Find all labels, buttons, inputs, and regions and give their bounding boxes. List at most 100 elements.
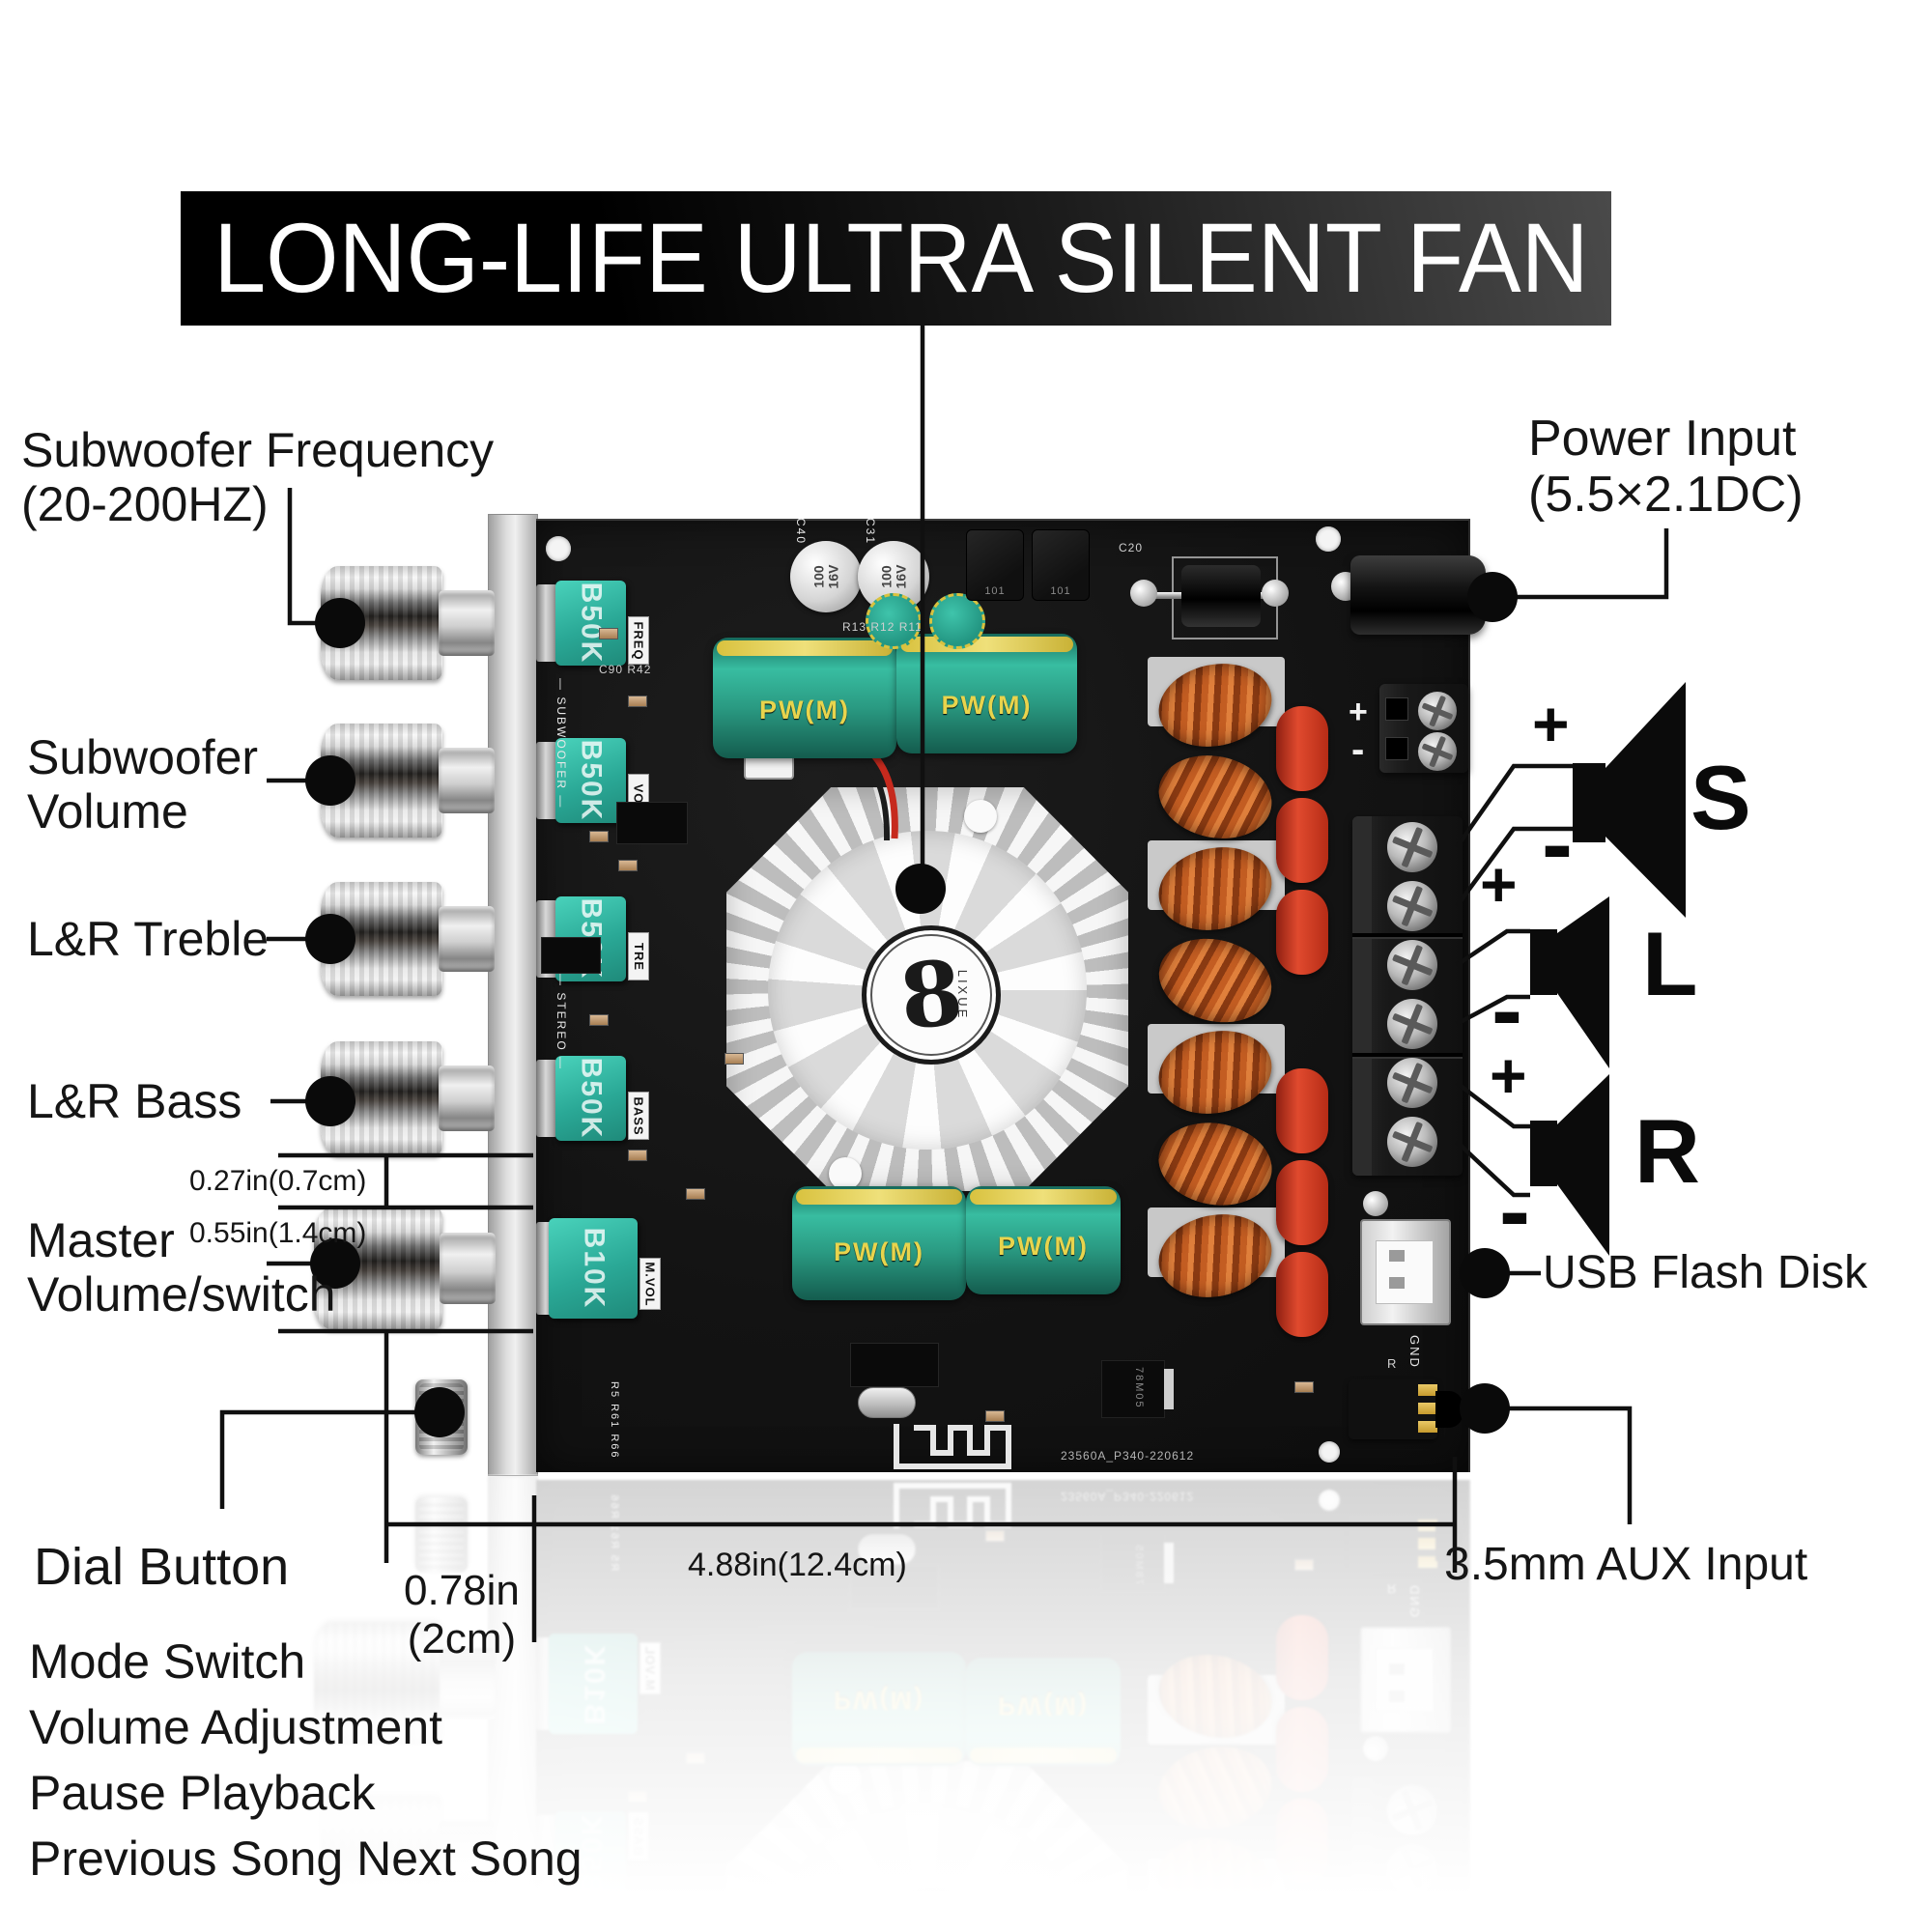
label-line: Previous Song Next Song [29,1832,582,1886]
label-dim-board-width: 4.88in(12.4cm) [688,1547,907,1583]
label-line: (2cm) [407,1615,517,1662]
label-power-input: Power Input (5.5×2.1DC) [1528,411,1804,523]
label-dim-master-knob: 0.55in(1.4cm) [189,1217,367,1249]
pot-tag: M.VOL [639,1258,661,1310]
label-dial-button: Dial Button [34,1538,290,1596]
speaker-letter-s: S [1690,747,1751,848]
smd-component [628,696,647,707]
aux-pin [1418,1403,1437,1414]
label-dim-knob-gap: 0.27in(0.7cm) [189,1165,367,1197]
knob-subwoofer-volume [321,724,495,838]
smd-component [589,831,609,842]
capacitor-green: PW(M) [966,1186,1121,1294]
terminal-screw [1387,1117,1437,1167]
reflection-fade [0,1474,1932,1932]
inductor-marking: 101 [984,585,1006,597]
terminal-screw [1418,732,1457,771]
pot-bracket [536,1060,557,1137]
capacitor-label: PW(M) [834,1237,924,1266]
dc-power-jack [1350,555,1486,635]
pot-tag: FREQ [628,616,649,665]
capacitor-green: PW(M) [713,638,896,758]
speaker-letter-r: R [1634,1100,1700,1202]
regulator-chip: 78M05 [1101,1360,1174,1418]
label-line: Volume Adjustment [29,1700,443,1754]
label-line: Volume/switch [27,1267,336,1321]
knob-nut [439,905,495,973]
label-lr-treble: L&R Treble [27,912,270,966]
knob-nut [439,1065,495,1132]
banner: LONG-LIFE ULTRA SILENT FAN [181,191,1611,326]
pot-bracket [536,584,557,662]
capacitor-label: PW(M) [759,696,850,724]
mount-hole [1319,1441,1340,1463]
speaker-icons [1530,682,1686,1256]
front-panel [488,514,538,1476]
pot-bass: B50K [555,1056,626,1141]
smd-component [724,1053,744,1065]
knob-nut [440,1233,496,1304]
solder-pad [1130,580,1157,607]
fan-peg [829,1157,862,1190]
terminal-screw [1387,822,1437,872]
label-usb-flash-disk: USB Flash Disk [1543,1247,1868,1298]
aux-pin [1418,1384,1437,1396]
fan-peg [964,800,997,833]
callout-dots [305,572,1518,1437]
capacitor-green: PW(M) [792,1186,966,1300]
smd-component [985,1410,1005,1422]
silk-aux-r: R [1387,1356,1398,1371]
board-assembly: B50K FREQ B50K VOL B50K TRE B50K BASS B1… [309,512,1492,1476]
terminal-screw [1387,1058,1437,1108]
smd-component [1294,1381,1314,1393]
label-dial-functions: Mode Switch Volume Adjustment Pause Play… [29,1629,582,1891]
smd-component [589,1014,609,1026]
pot-master: B10K [549,1218,638,1319]
silk-resistor-row: R13 R12 R11 [842,620,923,634]
bluetooth-antenna [894,1424,1011,1469]
usb-screw [1363,1191,1388,1216]
ic-chip [616,802,688,844]
terminal-screw [1387,940,1437,990]
label-line: Subwoofer [27,730,259,784]
label-line: (20-200HZ) [21,477,269,531]
label-line: 0.78in [404,1567,520,1614]
speaker-terminal-block [1352,816,1463,1176]
polarity-l-plus: + [1480,848,1518,920]
capacitor-red [1276,1068,1328,1153]
smd-component [686,1188,705,1200]
polarity-r-minus: - [1499,1159,1530,1263]
speaker-icon-s [1573,682,1686,918]
crystal-oscillator [858,1387,916,1418]
silk-power-plus: + [1349,694,1369,730]
ic-chip [541,937,601,974]
capacitor-red [1276,890,1328,975]
polarity-s-plus: + [1532,688,1570,759]
label-master-volume: Master Volume/switch [27,1213,336,1321]
polarity-l-minus: - [1492,958,1522,1062]
knob-cap [321,724,442,838]
inductor-smd: 101 [1032,529,1090,601]
usb-port [1360,1219,1451,1325]
capacitor-red [1276,1160,1328,1245]
solder-pad [1262,580,1289,607]
knob-lr-bass [321,1041,495,1155]
label-line: Pause Playback [29,1766,376,1820]
aux-pin [1418,1421,1437,1433]
inductor-marking: 101 [1050,585,1071,597]
inductor-smd: 101 [966,529,1024,601]
capacitor-red [1276,798,1328,883]
knob-nut [439,747,495,814]
mount-hole [546,536,571,561]
capacitor-red [1276,1252,1328,1337]
capacitor-label: PW(M) [998,1232,1089,1261]
label-aux-input: 3.5mm AUX Input [1444,1539,1808,1590]
capacitor-red [1276,706,1328,791]
knob-nut [439,589,495,657]
label-dim-edge-offset: 0.78in (2cm) [404,1567,520,1663]
diode [1181,565,1261,627]
pot-freq: B50K [555,581,626,666]
label-line: Subwoofer Frequency [21,423,495,477]
